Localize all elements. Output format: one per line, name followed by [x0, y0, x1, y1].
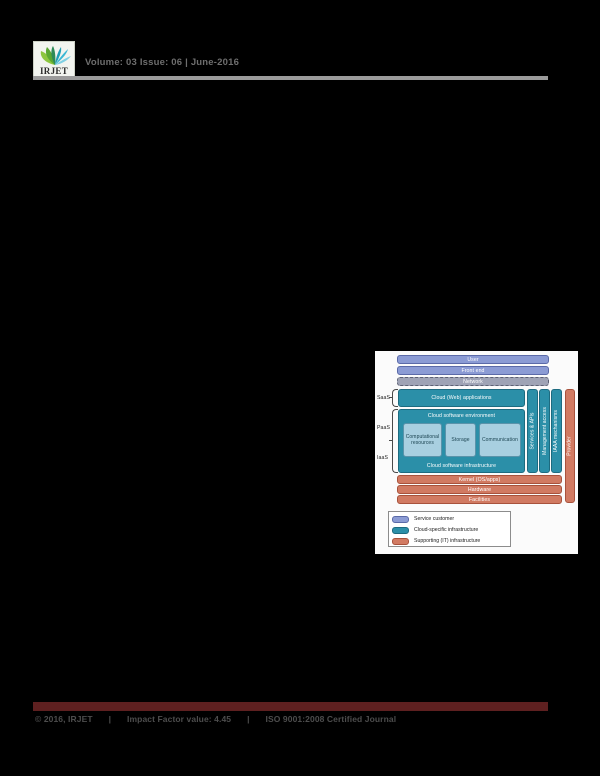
page-title: Volume: 03 Issue: 06 | June-2016 [85, 57, 240, 68]
brace-paas-iaas [392, 409, 398, 473]
page-header: IRJET Volume: 03 Issue: 06 | June-2016 [33, 41, 548, 83]
footer-content: © 2016, IRJET | Impact Factor value: 4.4… [35, 714, 550, 724]
component-communication: Communication [479, 423, 521, 457]
row-network: Network [397, 377, 549, 386]
component-storage: Storage [445, 423, 476, 457]
brace-saas [392, 389, 398, 407]
footer-separator-2: | [247, 714, 250, 724]
row-facilities-label: Facilities [468, 496, 491, 503]
footer-separator-1: | [108, 714, 112, 724]
legend-label-service-customer: Service customer [414, 516, 455, 522]
service-level-paas: PaaS [377, 425, 391, 431]
legend-item-service-customer: Service customer [392, 514, 507, 524]
service-level-saas: SaaS [377, 395, 391, 401]
footer-copyright: © 2016, IRJET [35, 714, 93, 724]
logo-wordmark: IRJET [39, 66, 68, 76]
column-provider-label: Provider [567, 436, 574, 456]
legend-item-supporting-it: Supporting (IT) infrastructure [392, 536, 507, 546]
row-hardware: Hardware [397, 485, 562, 494]
row-user: User [397, 355, 549, 364]
footer-divider [33, 702, 548, 711]
leaf-fan-icon [40, 46, 71, 65]
brace-tick-paas [389, 440, 392, 441]
column-services-apis: Services & APIs [527, 389, 538, 473]
cloud-stack-diagram: User Front end Network SaaS PaaS IaaS Cl… [375, 351, 578, 554]
row-kernel-label: Kernel (OS/apps) [458, 476, 501, 483]
row-cloud-software-infrastructure-label: Cloud software infrastructure [426, 463, 497, 469]
brace-tick-saas [389, 397, 392, 398]
row-network-label: Network [463, 378, 483, 385]
legend-label-cloud-specific: Cloud-specific infrastructure [414, 527, 479, 533]
figure-legend: Service customer Cloud-specific infrastr… [388, 511, 511, 547]
row-cloud-web-applications-label: Cloud (Web) applications [431, 395, 492, 401]
legend-item-cloud-specific: Cloud-specific infrastructure [392, 525, 507, 535]
cloud-architecture-figure: User Front end Network SaaS PaaS IaaS Cl… [375, 351, 578, 554]
component-computational-resources-label: Computational resources [405, 434, 440, 446]
column-provider: Provider [565, 389, 575, 503]
row-facilities: Facilities [397, 495, 562, 504]
row-kernel: Kernel (OS/apps) [397, 475, 562, 484]
footer-certification: ISO 9001:2008 Certified Journal [265, 714, 397, 724]
component-computational-resources: Computational resources [403, 423, 442, 457]
row-cloud-web-applications: Cloud (Web) applications [398, 389, 525, 407]
footer-impact-factor: Impact Factor value: 4.45 [127, 714, 232, 724]
legend-swatch-support [392, 537, 409, 545]
column-iaaa-mechanisms-label: IAAA mechanisms [553, 409, 560, 453]
legend-swatch-customer [392, 515, 409, 523]
column-management-access: Management access [539, 389, 550, 473]
column-iaaa-mechanisms: IAAA mechanisms [551, 389, 562, 473]
row-user-label: User [467, 356, 479, 363]
component-storage-label: Storage [451, 437, 470, 443]
page-footer: © 2016, IRJET | Impact Factor value: 4.4… [33, 702, 548, 728]
row-front-end: Front end [397, 366, 549, 375]
row-cloud-software-environment-label: Cloud software environment [427, 413, 496, 419]
irjet-logo: IRJET [33, 41, 75, 79]
legend-label-supporting-it: Supporting (IT) infrastructure [414, 538, 481, 544]
component-communication-label: Communication [481, 437, 519, 443]
service-level-iaas: IaaS [377, 455, 389, 461]
row-hardware-label: Hardware [467, 486, 492, 493]
legend-swatch-cloud [392, 526, 409, 534]
row-front-end-label: Front end [461, 367, 485, 374]
column-management-access-label: Management access [541, 407, 548, 455]
header-divider [33, 76, 548, 80]
column-services-apis-label: Services & APIs [529, 412, 536, 450]
